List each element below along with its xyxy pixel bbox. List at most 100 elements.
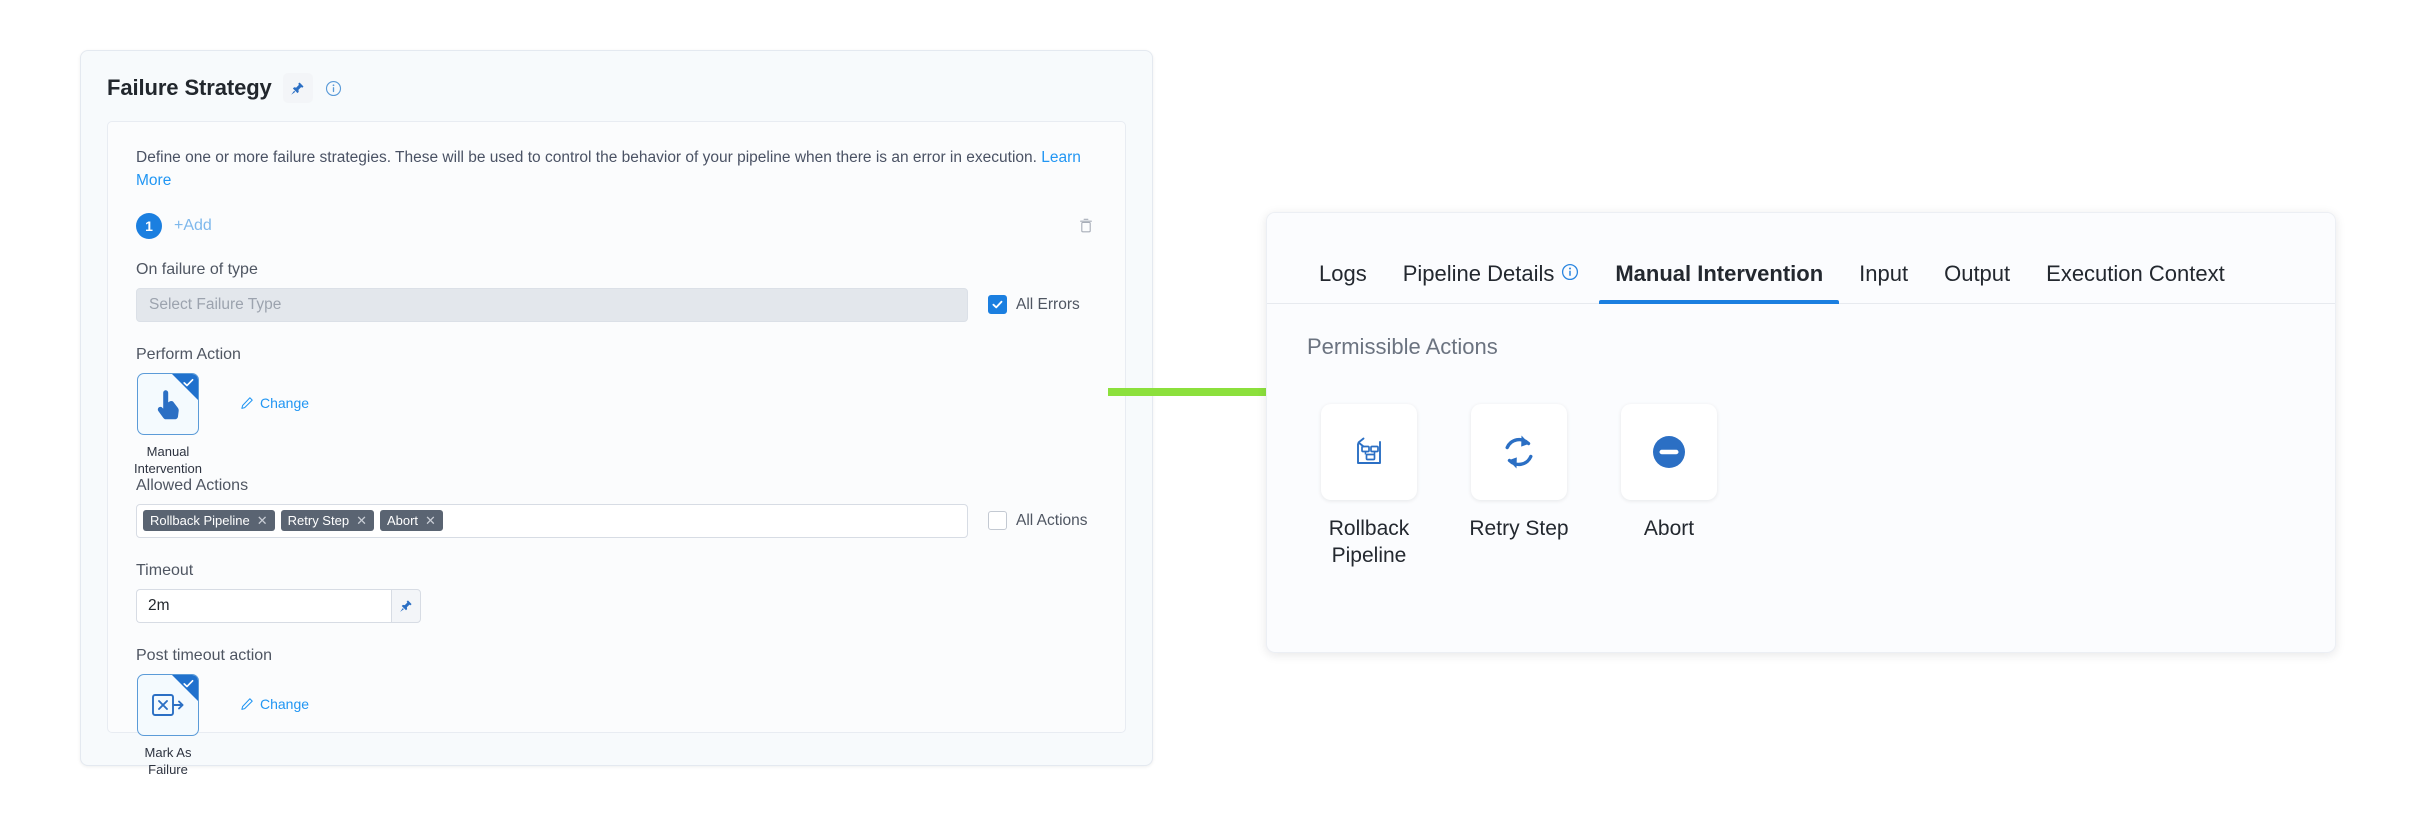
permissible-action-retry-step: Retry Step xyxy=(1469,404,1569,570)
change-label: Change xyxy=(260,394,310,411)
failure-strategy-panel: Failure Strategy Define one or more fail… xyxy=(80,50,1153,777)
selected-ribbon xyxy=(172,373,198,400)
tab-label: Input xyxy=(1859,261,1909,286)
tab-execution-context[interactable]: Execution Context xyxy=(2028,261,2243,303)
all-errors-label: All Errors xyxy=(1016,295,1080,313)
check-icon xyxy=(183,378,194,386)
pin-icon-glyph xyxy=(291,82,304,95)
tab-label: Execution Context xyxy=(2046,261,2225,286)
description-text: Define one or more failure strategies. T… xyxy=(136,146,1097,193)
allowed-action-tag[interactable]: Retry Step ✕ xyxy=(280,510,374,532)
all-actions-label: All Actions xyxy=(1016,511,1088,529)
tab-output[interactable]: Output xyxy=(1926,261,2028,303)
all-errors-checkbox-group[interactable]: All Errors xyxy=(988,295,1080,314)
rollback-pipeline-icon xyxy=(1357,437,1381,464)
retry-icon xyxy=(1505,435,1533,469)
post-timeout-action-row: Mark As Failure Change xyxy=(136,673,1097,778)
caption-line-2: Pipeline xyxy=(1331,543,1407,567)
mark-as-failure-tile[interactable] xyxy=(137,673,199,736)
info-icon[interactable] xyxy=(1561,261,1579,287)
pointing-hand-icon xyxy=(157,389,179,419)
timeout-section: Timeout 2m xyxy=(136,562,1097,623)
panel-header: Failure Strategy xyxy=(81,51,1152,121)
manual-intervention-caption: Manual Intervention xyxy=(134,443,202,477)
pencil-icon xyxy=(241,698,253,710)
abort-icon xyxy=(1653,436,1685,468)
add-strategy-button[interactable]: +Add xyxy=(174,216,212,234)
allowed-action-tag-label: Rollback Pipeline xyxy=(150,513,250,529)
page-title: Failure Strategy xyxy=(107,75,272,100)
timeout-field-group: 2m xyxy=(136,588,421,623)
manual-intervention-tile-col: Manual Intervention xyxy=(134,372,202,477)
caption-line-2: Failure xyxy=(148,761,188,777)
change-label: Change xyxy=(260,695,310,712)
permissible-action-label: Retry Step xyxy=(1469,516,1568,543)
selected-ribbon xyxy=(172,674,198,701)
remove-tag-icon[interactable]: ✕ xyxy=(356,513,367,529)
remove-tag-icon[interactable]: ✕ xyxy=(425,513,436,529)
all-actions-checkbox[interactable] xyxy=(988,511,1007,531)
remove-tag-icon[interactable]: ✕ xyxy=(256,513,268,529)
allowed-action-tag-label: Retry Step xyxy=(287,513,350,529)
failure-type-select[interactable]: Select Failure Type xyxy=(136,287,968,322)
tab-logs[interactable]: Logs xyxy=(1301,261,1385,303)
tab-label: Manual Intervention xyxy=(1615,261,1824,286)
permissible-action-abort: Abort xyxy=(1619,404,1719,570)
timeout-input[interactable]: 2m xyxy=(136,588,391,623)
strategy-add-row: 1 +Add xyxy=(136,212,1097,239)
on-failure-type-label: On failure of type xyxy=(136,260,258,278)
allowed-action-tag-label: Abort xyxy=(386,513,419,529)
manual-intervention-tile[interactable] xyxy=(137,372,199,435)
allowed-actions-input[interactable]: Rollback Pipeline ✕ Retry Step ✕ Abort ✕ xyxy=(136,503,968,538)
mark-as-failure-tile-col: Mark As Failure xyxy=(136,673,200,778)
mark-as-failure-caption: Mark As Failure xyxy=(145,744,192,778)
all-errors-checkbox[interactable] xyxy=(988,295,1007,314)
tab-label: Pipeline Details xyxy=(1402,261,1555,286)
permissible-action-button[interactable] xyxy=(1471,404,1567,500)
check-icon xyxy=(992,300,1003,309)
pin-icon[interactable] xyxy=(282,73,313,103)
manual-intervention-panel: Logs Pipeline Details Manual Intervention I… xyxy=(1266,212,2336,653)
info-icon[interactable] xyxy=(324,79,343,98)
pin-icon-glyph xyxy=(400,600,412,612)
trash-icon-glyph xyxy=(1080,218,1092,233)
caption-line-1: Mark As xyxy=(144,744,192,760)
trash-icon[interactable] xyxy=(1075,215,1097,237)
timeout-label: Timeout xyxy=(136,561,194,579)
allowed-action-tag[interactable]: Rollback Pipeline ✕ xyxy=(143,510,275,532)
permissible-actions-title: Permissible Actions xyxy=(1307,334,1498,359)
allowed-actions-row: Rollback Pipeline ✕ Retry Step ✕ Abort ✕ All … xyxy=(136,503,1097,538)
caption-line-1: Retry Step xyxy=(1469,517,1569,540)
caption-line-1: Rollback xyxy=(1328,517,1410,540)
learn-more-link[interactable]: Learn More xyxy=(136,149,1081,190)
permissible-action-button[interactable] xyxy=(1321,404,1417,500)
all-actions-checkbox-group[interactable]: All Actions xyxy=(988,511,1088,531)
check-icon xyxy=(183,679,194,688)
flow-arrow xyxy=(1108,380,1321,404)
post-timeout-action-label: Post timeout action xyxy=(136,646,273,664)
post-timeout-section: Post timeout action xyxy=(136,647,1097,778)
strategy-index-badge[interactable]: 1 xyxy=(136,212,162,239)
tab-manual-intervention[interactable]: Manual Intervention xyxy=(1597,261,1841,304)
description-sentence: Define one or more failure strategies. T… xyxy=(136,149,1037,166)
tab-label: Logs xyxy=(1319,261,1367,286)
timeout-pin-icon[interactable] xyxy=(391,588,421,623)
failure-type-row: Select Failure Type All Errors xyxy=(136,287,1097,322)
tab-label: Output xyxy=(1944,261,2011,286)
allowed-actions-section: Allowed Actions Rollback Pipeline✕Retry … xyxy=(136,477,1097,538)
info-icon-glyph xyxy=(1562,263,1579,281)
permissible-action-button[interactable] xyxy=(1621,404,1717,500)
failure-strategy-body: Define one or more failure strategies. T… xyxy=(107,121,1126,777)
change-perform-action-button[interactable]: Change xyxy=(240,395,309,411)
change-post-timeout-action-button[interactable]: Change xyxy=(240,696,309,712)
tab-pipeline-details[interactable]: Pipeline Details xyxy=(1385,261,1598,303)
permissible-action-label: Abort xyxy=(1644,516,1694,543)
allowed-action-tag[interactable]: Abort ✕ xyxy=(379,510,443,532)
perform-action-row: Manual Intervention Change xyxy=(134,372,1097,477)
tab-input[interactable]: Input xyxy=(1841,261,1926,303)
perform-action-section: Perform Action Manual Interventi xyxy=(134,346,1097,477)
